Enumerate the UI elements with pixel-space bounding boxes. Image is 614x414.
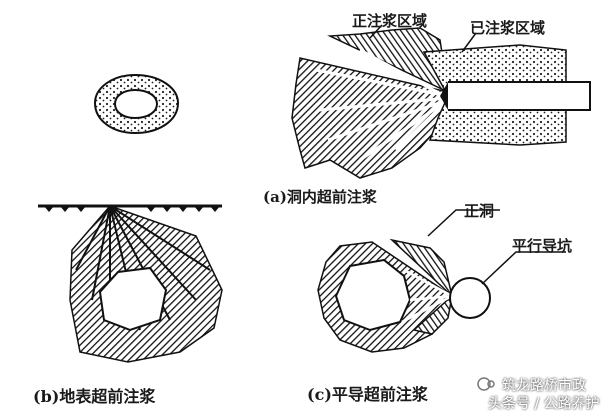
diagram-c-parallel-adit-grouting bbox=[317, 209, 566, 353]
diagram-a-in-tunnel-grouting bbox=[291, 24, 591, 179]
label-pre-grouted-zone: 已注浆区域 bbox=[470, 19, 546, 37]
watermark-line-2: 头条号 / 公路养护 bbox=[488, 396, 600, 412]
label-main-tunnel: 正洞 bbox=[464, 202, 495, 220]
caption-c: (c)平导超前注浆 bbox=[307, 385, 428, 404]
tunnel-section-ring bbox=[93, 73, 180, 135]
label-parallel-adit: 平行导坑 bbox=[512, 237, 573, 255]
watermark-line-1: 筑龙路桥市政 bbox=[502, 378, 586, 394]
caption-a: (a)洞内超前注浆 bbox=[263, 188, 377, 206]
caption-b: (b)地表超前注浆 bbox=[33, 387, 156, 406]
label-grouted-zone: 正注浆区域 bbox=[352, 12, 428, 30]
watermark-icon bbox=[477, 377, 495, 391]
diagram-b-surface-grouting bbox=[38, 204, 223, 363]
